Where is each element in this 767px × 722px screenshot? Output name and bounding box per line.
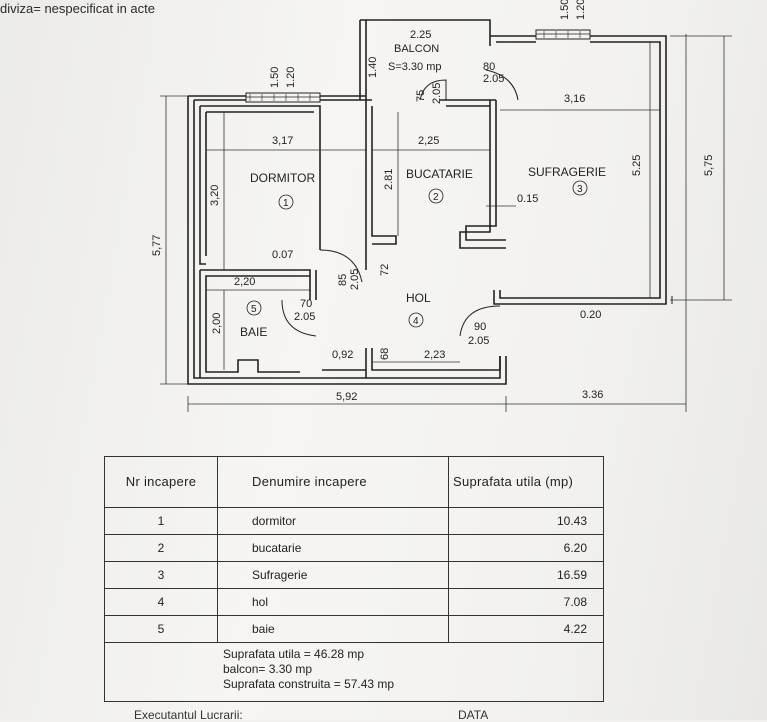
window-right-2: 1.20 — [575, 0, 587, 20]
door-90-height: 2.05 — [468, 335, 489, 347]
door-90-width: 90 — [474, 321, 486, 333]
summary-built-area: Suprafata construita = 57.43 mp — [223, 677, 395, 691]
table-row: 2 bucatarie 6.20 — [104, 534, 604, 562]
header-area: Suprafata utila (mp) — [448, 456, 604, 508]
footer-date: DATA — [458, 708, 489, 722]
row-name: baie — [217, 615, 449, 643]
dim-015: 0.15 — [517, 193, 538, 205]
door-70-height: 2.05 — [294, 311, 315, 323]
hol-label: HOL — [406, 291, 431, 305]
window-right-1: 1.50 — [559, 0, 571, 20]
dim-right-height: 5,75 — [703, 155, 715, 176]
row-nr: 4 — [104, 588, 218, 616]
summary-usable-area: Suprafata utila = 46.28 mp — [223, 647, 365, 661]
dim-092: 0,92 — [332, 349, 353, 361]
window-left-1: 1.50 — [269, 67, 281, 88]
dim-223: 2,23 — [424, 349, 445, 361]
balcon-width: 2.25 — [410, 29, 431, 41]
row-nr: 2 — [104, 534, 218, 562]
dim-right-width: 3.36 — [582, 389, 603, 401]
row-nr: 3 — [104, 561, 218, 589]
row-nr: 1 — [104, 507, 218, 535]
dormitor-number: 1 — [283, 198, 289, 209]
dim-left-height: 5,77 — [151, 235, 163, 256]
summary-row: Suprafata utila = 46.28 mp balcon= 3.30 … — [104, 642, 604, 702]
dim-68: 68 — [379, 348, 391, 360]
baie-number: 5 — [251, 304, 257, 315]
row-area: 10.43 — [448, 507, 604, 535]
row-area: 4.22 — [448, 615, 604, 643]
row-area: 16.59 — [448, 561, 604, 589]
row-area: 7.08 — [448, 588, 604, 616]
baie-width: 2,20 — [234, 276, 255, 288]
baie-height: 2,00 — [211, 313, 223, 334]
header-note: diviza= nespecificat in acte — [0, 1, 156, 16]
bucatarie-number: 2 — [433, 192, 439, 203]
window-left-2: 1.20 — [285, 67, 297, 88]
balcon-door-height: 2.05 — [431, 83, 443, 104]
floor-plan: 2.25 BALCON S=3.30 mp 1.40 75 2.05 80 2.… — [151, 0, 732, 412]
door-85-height: 2.05 — [349, 269, 361, 290]
sufragerie-label: SUFRAGERIE — [528, 165, 606, 179]
dim-020: 0.20 — [580, 309, 601, 321]
row-name: bucatarie — [217, 534, 449, 562]
table-row: 3 Sufragerie 16.59 — [104, 561, 604, 589]
table-row: 4 hol 7.08 — [104, 588, 604, 616]
balcon-label: BALCON — [394, 43, 439, 55]
row-name: hol — [217, 588, 449, 616]
baie-label: BAIE — [240, 325, 267, 339]
door-85-width: 85 — [337, 274, 349, 286]
header-name: Denumire incapere — [217, 456, 449, 508]
sufragerie-number: 3 — [577, 184, 583, 195]
table-row: 1 dormitor 10.43 — [104, 507, 604, 535]
row-name: dormitor — [217, 507, 449, 535]
dim-total-width: 5,92 — [336, 391, 357, 403]
dormitor-width: 3,17 — [272, 135, 293, 147]
rooms-table: Nr incapere Denumire incapere Suprafata … — [104, 456, 604, 702]
row-name: Sufragerie — [217, 561, 449, 589]
sufragerie-height: 5.25 — [631, 155, 643, 176]
dim-007: 0.07 — [272, 249, 293, 261]
table-row: 5 baie 4.22 — [104, 615, 604, 643]
sufragerie-width: 3,16 — [564, 93, 585, 105]
bucatarie-width: 2,25 — [418, 135, 439, 147]
row-area: 6.20 — [448, 534, 604, 562]
hol-number: 4 — [413, 316, 419, 327]
balcon-right-door-width: 80 — [483, 61, 495, 73]
bucatarie-height: 2.81 — [383, 169, 395, 190]
footer-executant: Executantul Lucrarii: — [134, 708, 243, 722]
summary-balcony: balcon= 3.30 mp — [223, 662, 313, 676]
balcon-door-width: 75 — [415, 90, 427, 102]
balcon-height: 1.40 — [367, 57, 379, 78]
balcon-right-door-height: 2.05 — [483, 73, 504, 85]
dormitor-label: DORMITOR — [250, 171, 315, 185]
dormitor-height: 3,20 — [209, 185, 221, 206]
balcon-area: S=3.30 mp — [388, 61, 442, 73]
door-70-width: 70 — [300, 298, 312, 310]
bucatarie-label: BUCATARIE — [406, 167, 473, 181]
header-nr: Nr incapere — [104, 456, 218, 508]
dim-72: 72 — [379, 264, 391, 276]
row-nr: 5 — [104, 615, 218, 643]
